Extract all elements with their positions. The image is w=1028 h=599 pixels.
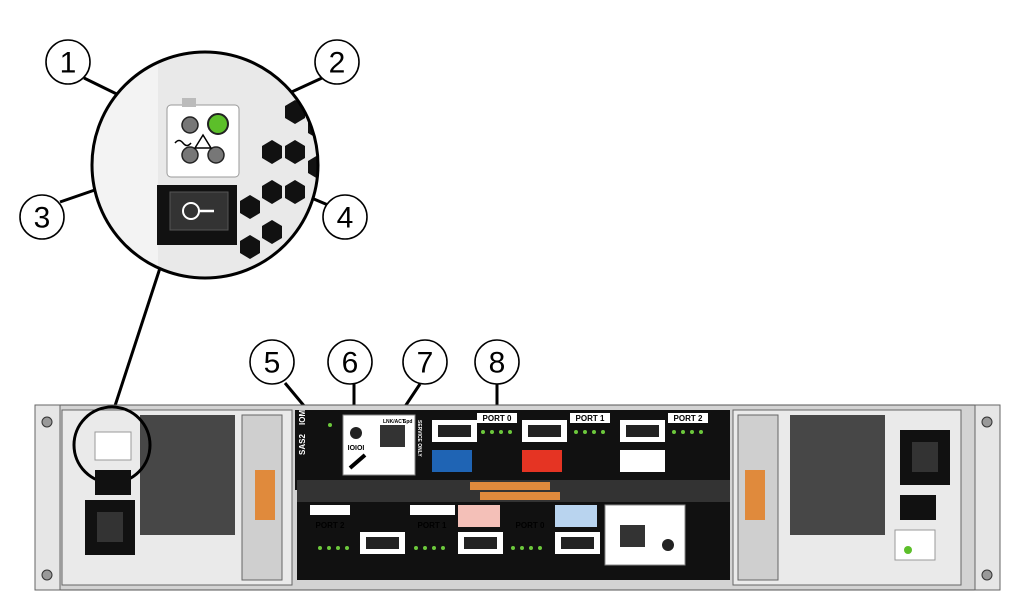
- service-only-label: SERVICE ONLY: [416, 420, 422, 457]
- wrench-icon: [348, 453, 367, 470]
- ok-led: [207, 113, 229, 135]
- psu-left: [61, 405, 293, 586]
- iom-top: IOIOI LNK/ACT Spd SERVICE ONLY SAS2 IOM …: [295, 410, 730, 490]
- svg-text:1: 1: [60, 47, 77, 80]
- svg-text:7: 7: [417, 347, 434, 380]
- callout-1: 1: [45, 39, 91, 85]
- svg-text:2: 2: [329, 47, 346, 80]
- svg-text:6: 6: [342, 347, 359, 380]
- ac-led: [181, 116, 199, 134]
- callout-7: 7: [402, 339, 448, 385]
- port0-label-lower: PORT 0: [516, 521, 545, 530]
- dc-led: [207, 146, 225, 164]
- chassis: IOIOI LNK/ACT Spd SERVICE ONLY SAS2 IOM …: [34, 404, 1001, 591]
- callout-3: 3: [19, 194, 65, 240]
- iom-label: IOM: [298, 410, 307, 425]
- lnk-act-label: LNK/ACT: [383, 419, 405, 425]
- callout-8: 8: [474, 339, 520, 385]
- port1-color-tab: [522, 450, 562, 472]
- warning-icon: [193, 133, 213, 149]
- port1-lower-tab: [458, 505, 500, 527]
- port2-label-lower: PORT 2: [316, 521, 345, 530]
- svg-text:4: 4: [337, 202, 354, 235]
- port1-label-lower: PORT 1: [418, 521, 447, 530]
- callout-2: 2: [314, 39, 360, 85]
- ejector-handle[interactable]: [297, 480, 730, 502]
- callout-4: 4: [322, 194, 368, 240]
- callout-5: 5: [249, 339, 295, 385]
- svg-text:5: 5: [264, 347, 281, 380]
- svg-text:3: 3: [34, 202, 51, 235]
- network-port[interactable]: [380, 425, 405, 447]
- svg-text:8: 8: [489, 347, 506, 380]
- fault-led: [181, 146, 199, 164]
- iom-bottom: PORT 2 PORT 1 PORT 0: [297, 502, 730, 580]
- ac-power-icon: [174, 139, 192, 147]
- port0-color-tab: [432, 450, 472, 472]
- port0-lower-tab: [555, 505, 597, 527]
- port0-label: PORT 0: [483, 414, 512, 423]
- speed-label: Spd: [403, 419, 412, 425]
- serial-port-icon[interactable]: [350, 427, 362, 439]
- sas2-label: SAS2: [298, 434, 307, 455]
- vent-hexagons: [240, 100, 318, 259]
- serial-label: IOIOI: [348, 445, 365, 452]
- magnified-psu-view: [90, 50, 320, 280]
- psu-switch[interactable]: [95, 470, 131, 495]
- port2-label: PORT 2: [674, 414, 703, 423]
- callout-6: 6: [327, 339, 373, 385]
- psu-right: [732, 409, 962, 586]
- port1-label: PORT 1: [576, 414, 605, 423]
